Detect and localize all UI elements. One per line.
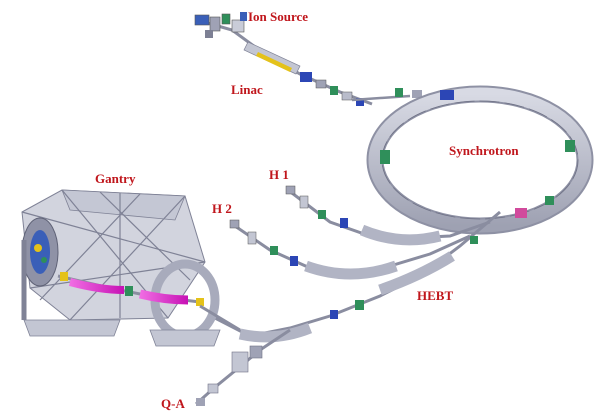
h1-beamline [285,185,491,246]
synchrotron-ring [366,85,594,235]
label-h1: H 1 [269,167,289,182]
qa-beamline [195,328,291,406]
hebt-beamline [214,210,501,343]
h2-beamline [229,219,471,280]
label-h2: H 2 [212,201,232,216]
label-hebt: HEBT [417,288,454,303]
linac-beamline [243,41,422,106]
label-gantry: Gantry [95,171,136,186]
gantry-structure [21,189,221,347]
gantry-beam-transport [57,272,241,332]
label-ion-source: Ion Source [248,9,309,24]
label-qa: Q-A [161,396,185,411]
label-linac: Linac [231,82,263,97]
label-synchrotron: Synchrotron [449,143,519,158]
